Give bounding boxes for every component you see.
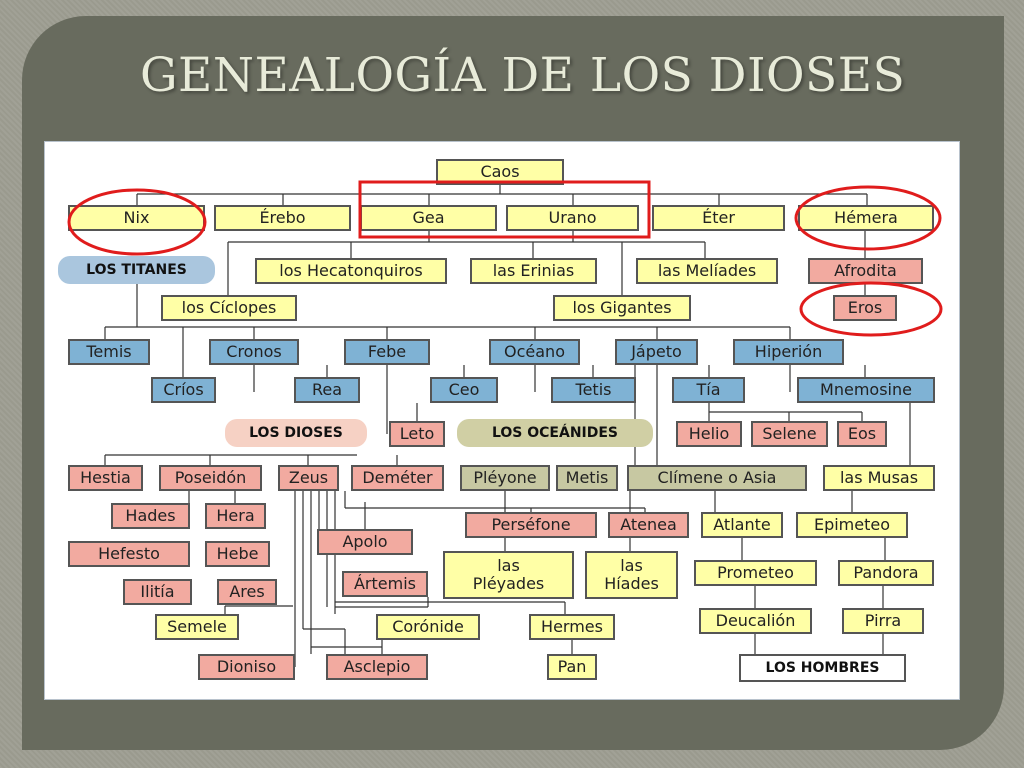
node-pleyone: Pléyone	[460, 465, 550, 491]
node-gea: Gea	[360, 205, 497, 231]
node-hera: Hera	[205, 503, 266, 529]
node-hades: Hades	[111, 503, 190, 529]
node-hermes: Hermes	[529, 614, 615, 640]
node-tetis: Tetis	[551, 377, 636, 403]
node-gigantes: los Gigantes	[553, 295, 691, 321]
node-rea: Rea	[294, 377, 360, 403]
node-pandora: Pandora	[838, 560, 934, 586]
node-erinias: las Erinias	[470, 258, 597, 284]
label-los-hombres: LOS HOMBRES	[739, 654, 906, 682]
highlight-circle-nix	[67, 188, 207, 256]
node-atlante: Atlante	[701, 512, 783, 538]
node-pirra: Pirra	[842, 608, 924, 634]
node-hebe: Hebe	[205, 541, 270, 567]
label-los-titanes: LOS TITANES	[58, 256, 215, 284]
node-ceo: Ceo	[430, 377, 498, 403]
node-hemera: Hémera	[798, 205, 934, 231]
node-climene: Clímene o Asia	[627, 465, 807, 491]
label-los-oceanides: LOS OCEÁNIDES	[457, 419, 653, 447]
node-asclepio: Asclepio	[326, 654, 428, 680]
node-dioniso: Dioniso	[198, 654, 295, 680]
node-semele: Semele	[155, 614, 239, 640]
node-oceano: Océano	[489, 339, 580, 365]
node-poseidon: Poseidón	[159, 465, 262, 491]
node-zeus: Zeus	[278, 465, 339, 491]
node-hecatonquiros: los Hecatonquiros	[255, 258, 447, 284]
node-mnemosine: Mnemosine	[797, 377, 935, 403]
node-leto: Leto	[389, 421, 445, 447]
node-eros: Eros	[833, 295, 897, 321]
node-nix: Nix	[68, 205, 205, 231]
node-hestia: Hestia	[68, 465, 143, 491]
node-eter: Éter	[652, 205, 785, 231]
highlight-circle-hemera	[794, 185, 942, 251]
node-pleyades: las Pléyades	[443, 551, 574, 599]
node-erebo: Érebo	[214, 205, 351, 231]
highlight-box-gea-urano	[358, 180, 651, 239]
node-pan: Pan	[547, 654, 597, 680]
node-apolo: Apolo	[317, 529, 413, 555]
node-demeter: Deméter	[351, 465, 444, 491]
node-temis: Temis	[68, 339, 150, 365]
node-hefesto: Hefesto	[68, 541, 190, 567]
label-los-dioses: LOS DIOSES	[225, 419, 367, 447]
node-coronide: Corónide	[376, 614, 480, 640]
node-febe: Febe	[344, 339, 430, 365]
slide-title: GENEALOGÍA DE LOS DIOSES	[140, 48, 906, 103]
highlight-circle-eros	[799, 281, 943, 337]
node-ilitia: Ilitía	[123, 579, 192, 605]
node-prometeo: Prometeo	[694, 560, 817, 586]
node-cronos: Cronos	[209, 339, 299, 365]
node-artemis: Ártemis	[342, 571, 428, 597]
node-atenea: Atenea	[608, 512, 689, 538]
node-eos: Eos	[837, 421, 887, 447]
node-meliades: las Melíades	[636, 258, 778, 284]
node-metis: Metis	[556, 465, 618, 491]
node-ciclopes: los Cíclopes	[161, 295, 297, 321]
node-japeto: Jápeto	[615, 339, 698, 365]
node-crios: Críos	[151, 377, 216, 403]
node-helio: Helio	[676, 421, 742, 447]
node-persefone: Perséfone	[465, 512, 597, 538]
node-hiperion: Hiperión	[733, 339, 844, 365]
node-urano: Urano	[506, 205, 639, 231]
genealogy-diagram: Caos Nix Érebo Gea Urano Éter Hémera LOS…	[44, 141, 960, 700]
node-selene: Selene	[751, 421, 828, 447]
node-musas: las Musas	[823, 465, 935, 491]
node-ares: Ares	[217, 579, 277, 605]
node-epimeteo: Epimeteo	[796, 512, 908, 538]
highlight-overlay	[67, 180, 943, 337]
node-tia: Tía	[672, 377, 745, 403]
node-hiades: las Híades	[585, 551, 678, 599]
node-deucalion: Deucalión	[699, 608, 812, 634]
